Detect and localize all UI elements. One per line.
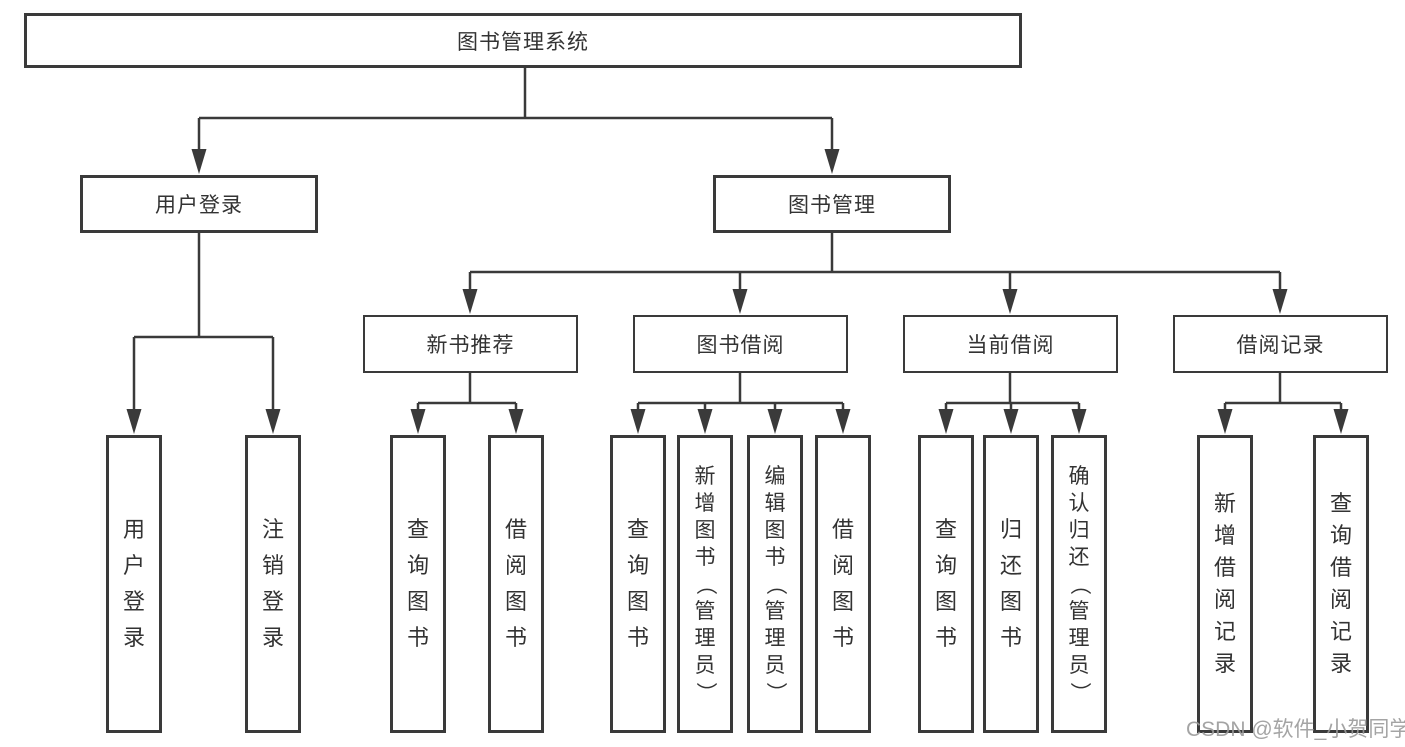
node-label: 借阅图书 (831, 517, 854, 650)
node-label: 注销登录 (261, 517, 284, 650)
node-label: 新书推荐 (426, 334, 515, 357)
node-label: 归还图书 (999, 517, 1022, 650)
arrowhead (767, 409, 783, 434)
node-current-borrowing: 当前借阅 (903, 315, 1118, 373)
node-label: 图书借阅 (696, 334, 785, 357)
node-library-management-system: 图书管理系统 (24, 13, 1022, 68)
node-add-books-admin: 新增图书（管理员） (677, 435, 733, 733)
arrowhead (508, 409, 524, 434)
node-label: 查询图书 (406, 517, 429, 650)
node-confirm-return-admin: 确认归还（管理员） (1051, 435, 1107, 733)
arrowhead (126, 409, 142, 434)
edges-root (197, 68, 834, 150)
node-label: 查询图书 (626, 517, 649, 650)
node-label: 确认归还（管理员） (1067, 464, 1091, 703)
node-label: 编辑图书（管理员） (763, 464, 787, 703)
arrowhead (410, 409, 426, 434)
node-query-books-borrowing: 查询图书 (610, 435, 666, 733)
csdn-watermark: CSDN @软件_小贺同学 (1186, 718, 1405, 741)
node-user-login-leaf: 用户登录 (106, 435, 162, 733)
node-borrowing-records: 借阅记录 (1173, 315, 1388, 373)
node-edit-books-admin: 编辑图书（管理员） (747, 435, 803, 733)
edges-book-management (468, 233, 1282, 290)
node-label: 当前借阅 (966, 334, 1055, 357)
node-borrow-books-borrowing: 借阅图书 (815, 435, 871, 733)
arrowhead (1272, 289, 1288, 314)
arrowhead (265, 409, 281, 434)
node-query-borrowing-record: 查询借阅记录 (1313, 435, 1369, 733)
node-user-login: 用户登录 (80, 175, 318, 233)
arrowhead (630, 409, 646, 434)
node-label: 图书管理系统 (457, 30, 589, 54)
arrowhead (462, 289, 478, 314)
node-label: 新增借阅记录 (1213, 491, 1236, 676)
arrowhead (732, 289, 748, 314)
node-label: 用户登录 (155, 194, 243, 217)
node-book-management: 图书管理 (713, 175, 951, 233)
edges-user-login (132, 233, 275, 410)
node-borrow-books-recommend: 借阅图书 (488, 435, 544, 733)
arrowhead (697, 409, 713, 434)
arrowhead (938, 409, 954, 434)
node-label: 图书管理 (788, 194, 876, 217)
arrowhead (1003, 409, 1019, 434)
edges-borrowing-records (1223, 373, 1343, 410)
node-logout-leaf: 注销登录 (245, 435, 301, 733)
edges-book-borrowing (636, 373, 845, 410)
node-label: 借阅图书 (504, 517, 527, 650)
node-label: 用户登录 (122, 517, 145, 650)
arrowhead (824, 149, 840, 174)
arrowhead (191, 149, 207, 174)
node-query-books-recommend: 查询图书 (390, 435, 446, 733)
node-label: 新增图书（管理员） (693, 464, 717, 703)
node-label: 查询借阅记录 (1329, 491, 1352, 676)
node-book-borrowing: 图书借阅 (633, 315, 848, 373)
edges-new-book-recommend (416, 373, 518, 410)
edges-current-borrowing (944, 373, 1081, 410)
arrowhead (1333, 409, 1349, 434)
node-label: 查询图书 (934, 517, 957, 650)
node-query-books-current: 查询图书 (918, 435, 974, 733)
arrowhead (1002, 289, 1018, 314)
node-add-borrowing-record: 新增借阅记录 (1197, 435, 1253, 733)
node-return-books: 归还图书 (983, 435, 1039, 733)
arrowhead (1217, 409, 1233, 434)
arrowhead (835, 409, 851, 434)
node-label: 借阅记录 (1236, 334, 1325, 357)
arrowhead (1071, 409, 1087, 434)
node-new-book-recommend: 新书推荐 (363, 315, 578, 373)
